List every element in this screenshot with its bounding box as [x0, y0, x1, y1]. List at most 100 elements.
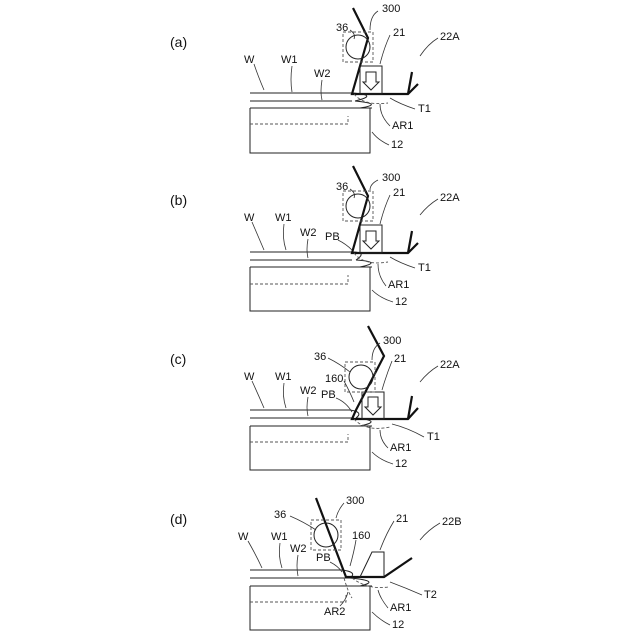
leader-36	[290, 516, 316, 530]
hollow-down-arrow-icon	[365, 397, 381, 415]
label-w1: W1	[281, 54, 298, 66]
hollow-down-arrow-icon	[363, 231, 379, 249]
leader-w1	[279, 543, 282, 568]
leader-22a	[420, 38, 438, 56]
leader-w	[252, 381, 264, 408]
label-ar1: AR1	[392, 120, 413, 132]
label-w1: W1	[271, 531, 288, 543]
leader-300	[370, 11, 378, 30]
label-pb: PB	[321, 389, 336, 401]
leader-pb	[338, 240, 352, 250]
label-21: 21	[393, 187, 405, 199]
leader-22a	[420, 199, 438, 215]
label-ar1: AR1	[390, 602, 411, 614]
leader-300	[370, 180, 378, 190]
leader-160	[344, 381, 354, 402]
leader-ar1	[378, 590, 388, 608]
wafer-edge-lower	[356, 260, 371, 267]
roller-circle-icon	[349, 365, 373, 389]
leader-300	[336, 503, 344, 518]
panel-b: (b) 36 300 21 22A W W1 W2 PB T1 AR1 12	[170, 166, 460, 311]
roller-circle-icon	[346, 194, 370, 218]
leader-ar2	[340, 592, 348, 606]
leader-22b	[420, 523, 440, 540]
leader-ar1	[380, 430, 388, 448]
leader-12	[372, 612, 390, 625]
label-w: W	[244, 54, 255, 66]
leader-12	[372, 132, 389, 145]
leader-36	[328, 358, 350, 372]
dashed-region	[250, 275, 348, 284]
leader-w2	[321, 80, 322, 100]
leader-21	[380, 195, 390, 224]
box-300	[343, 32, 373, 62]
panel-label-d: (d)	[170, 511, 187, 527]
label-w2: W2	[314, 68, 331, 80]
leader-t1	[392, 424, 424, 437]
label-12: 12	[391, 139, 403, 151]
leader-t2	[390, 582, 422, 595]
label-w2: W2	[300, 385, 317, 397]
leader-21	[380, 35, 390, 64]
label-t1: T1	[427, 431, 440, 443]
label-22a: 22A	[440, 359, 460, 371]
label-pb: PB	[325, 231, 340, 243]
wafer-edge-lower	[355, 101, 371, 108]
leader-w	[254, 64, 264, 90]
leader-w2	[297, 555, 298, 576]
leader-w1	[283, 224, 286, 250]
leader-ar1	[378, 264, 386, 286]
panel-label-a: (a)	[170, 34, 187, 50]
panel-a: (a) 36 300 21 22A W W1 W2 T1 AR1 12	[170, 3, 460, 153]
label-21: 21	[393, 27, 405, 39]
label-w1: W1	[275, 212, 292, 224]
leader-12	[372, 290, 393, 302]
dashed-region	[250, 116, 348, 124]
label-21: 21	[396, 513, 408, 525]
leader-160	[350, 540, 356, 566]
blade-21	[360, 552, 384, 577]
table-12	[250, 108, 370, 153]
table-12	[250, 586, 370, 630]
label-22b: 22B	[442, 516, 462, 528]
leader-w1	[283, 383, 286, 408]
label-12: 12	[395, 296, 407, 308]
wafer-edge-lower	[350, 578, 369, 586]
leader-21	[382, 361, 392, 390]
label-pb: PB	[316, 552, 331, 564]
label-160: 160	[352, 530, 370, 542]
label-36: 36	[336, 22, 348, 34]
label-160: 160	[325, 373, 343, 385]
area-ar1-outline	[354, 253, 388, 263]
label-300: 300	[383, 335, 401, 347]
leader-ar1	[380, 104, 390, 126]
label-300: 300	[382, 172, 400, 184]
leader-21	[380, 521, 394, 550]
dashed-region	[250, 434, 348, 442]
label-36: 36	[274, 509, 286, 521]
label-w1: W1	[275, 371, 292, 383]
leader-w1	[291, 66, 292, 92]
leader-w	[252, 222, 264, 250]
dashed-region	[250, 594, 346, 602]
label-ar2: AR2	[324, 606, 345, 618]
label-w2: W2	[300, 227, 317, 239]
area-ar1-outline	[354, 419, 390, 428]
label-t1: T1	[418, 262, 431, 274]
leader-w2	[307, 239, 308, 258]
leader-w	[248, 541, 262, 568]
panel-d: (d) 36 300 21 22B 160 W W1 W2 PB T2 AR1 …	[170, 495, 462, 631]
tape-t1	[352, 8, 418, 94]
label-21: 21	[394, 353, 406, 365]
label-w2: W2	[290, 543, 307, 555]
label-t2: T2	[424, 589, 437, 601]
panel-label-c: (c)	[170, 351, 186, 367]
area-ar1-outline	[354, 94, 388, 104]
area-ar2-outline	[344, 578, 352, 598]
label-12: 12	[392, 619, 404, 631]
label-22a: 22A	[440, 192, 460, 204]
label-300: 300	[346, 495, 364, 507]
label-22a: 22A	[440, 31, 460, 43]
leader-w2	[307, 397, 308, 416]
